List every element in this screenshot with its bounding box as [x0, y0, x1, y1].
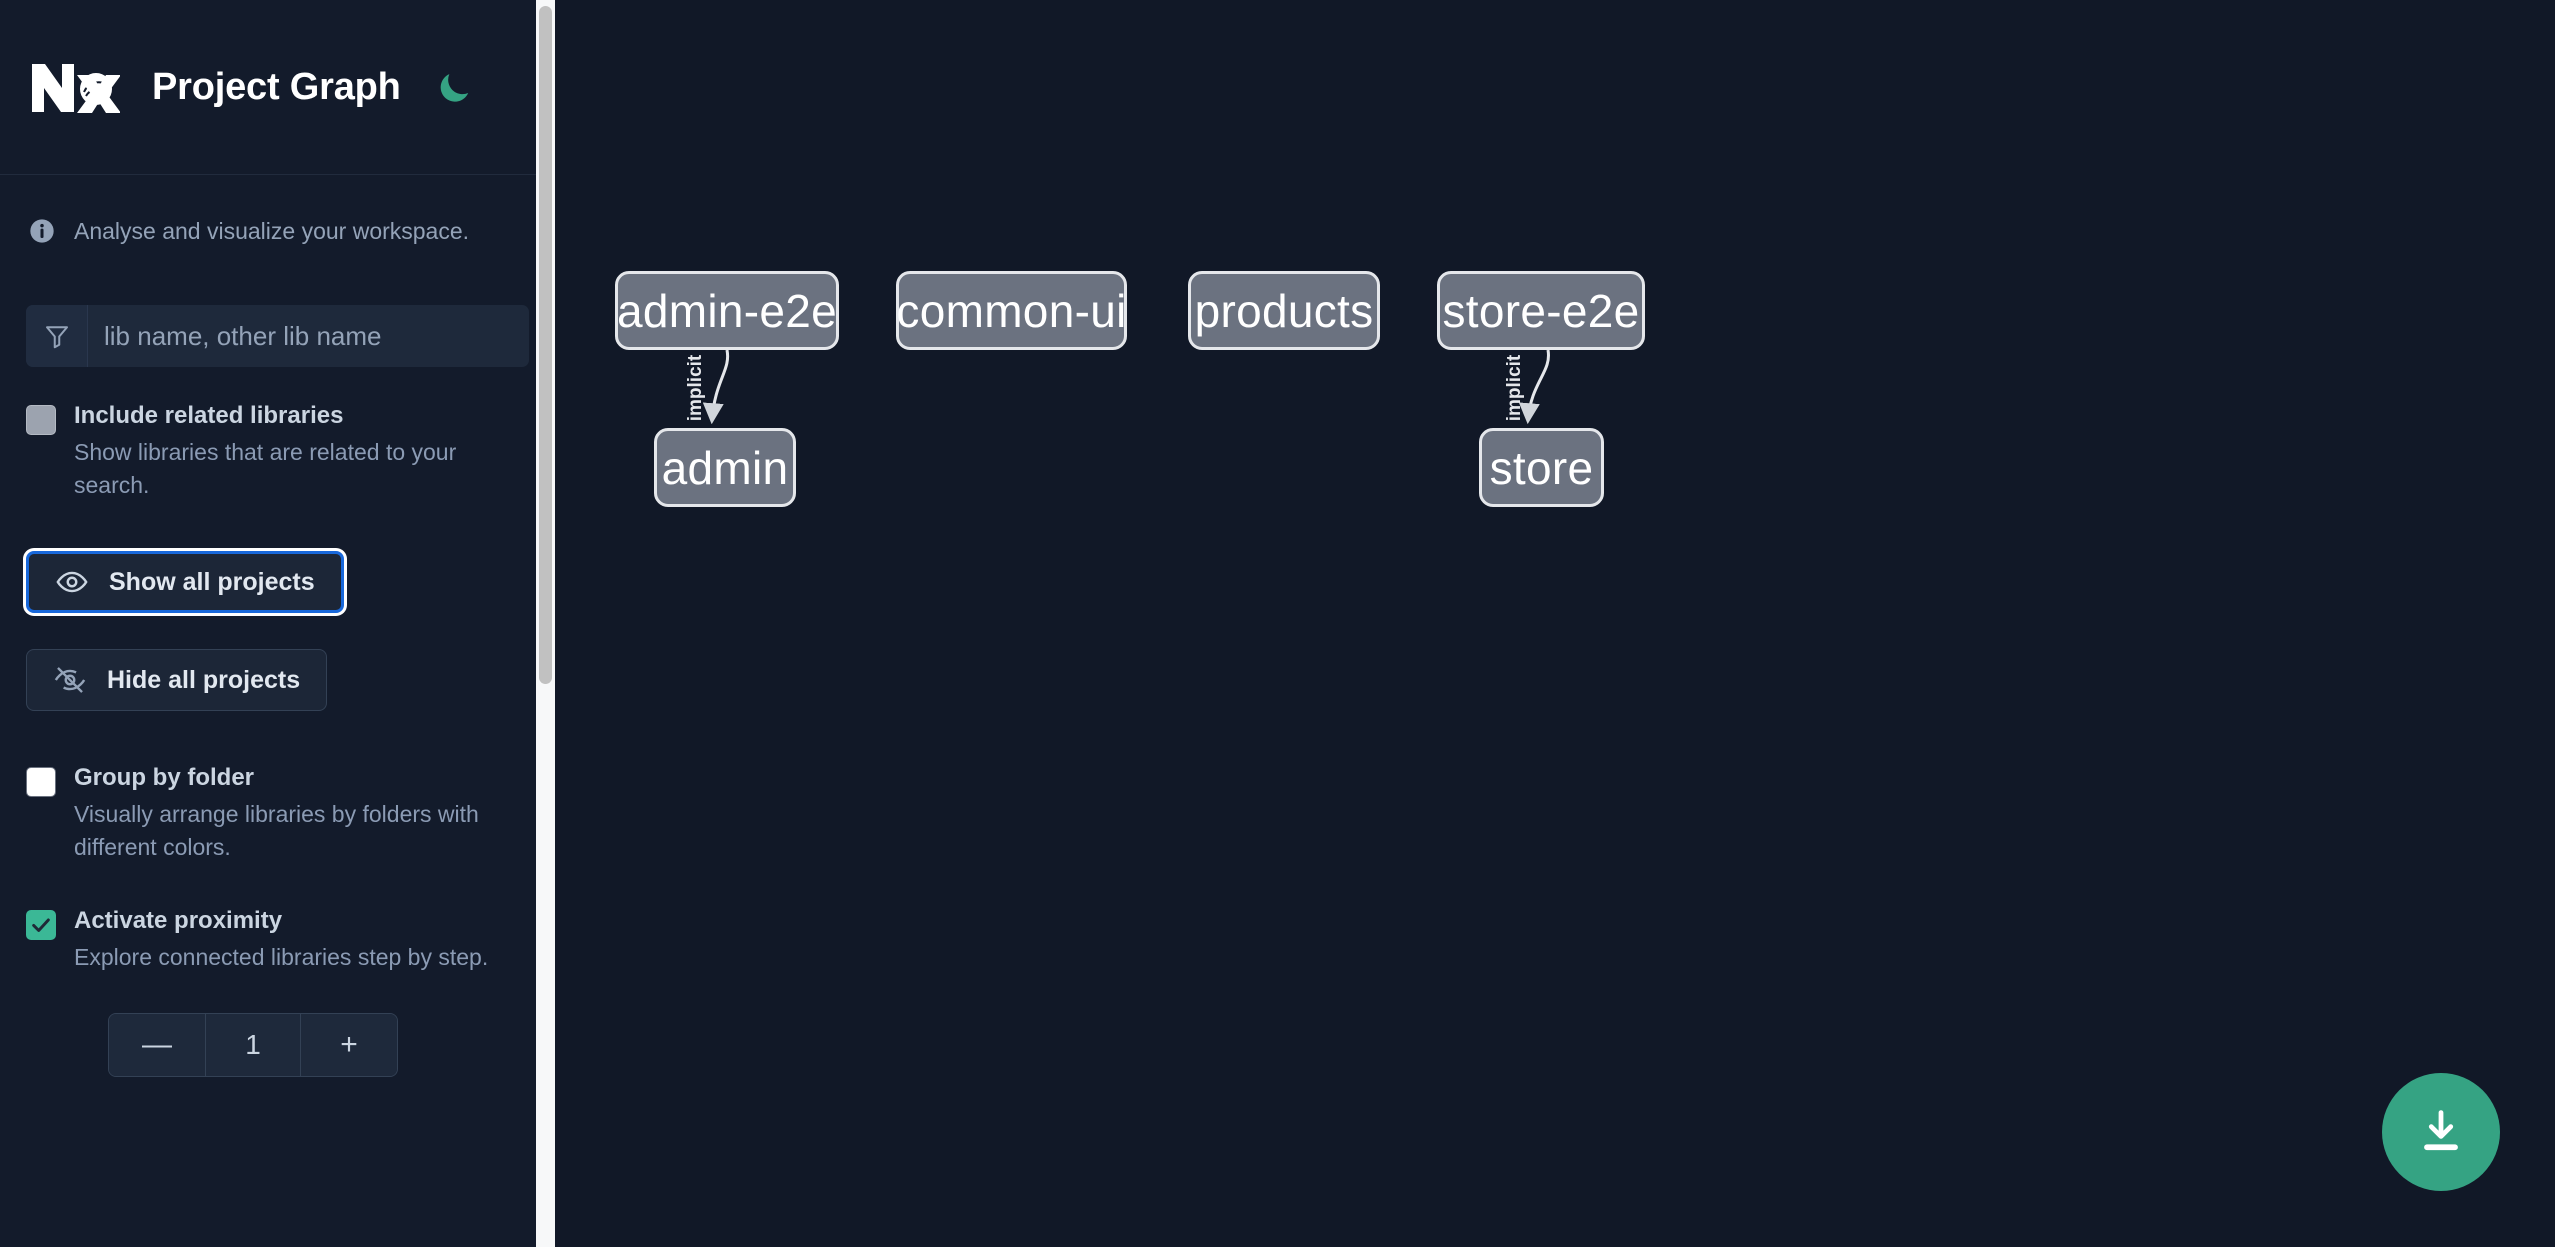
checkbox-include-related-libraries[interactable] — [26, 405, 56, 435]
tagline-text: Analyse and visualize your workspace. — [74, 217, 470, 244]
show-all-projects-button[interactable]: Show all projects — [26, 551, 344, 614]
option-include-related-libraries[interactable]: Include related libraries Show libraries… — [26, 401, 529, 501]
proximity-value: 1 — [205, 1014, 301, 1077]
graph-canvas[interactable]: admin-e2e common-ui products store-e2e a… — [555, 0, 2555, 1247]
edge-label-store-implicit: implicit — [1504, 354, 1525, 422]
eye-off-icon — [53, 663, 87, 697]
edge-admin-e2e-admin — [702, 349, 730, 425]
graph-node-common-ui[interactable]: common-ui — [896, 271, 1127, 350]
moon-icon[interactable] — [431, 64, 477, 110]
workspace-tagline: Analyse and visualize your workspace. — [0, 175, 555, 249]
proximity-stepper: — 1 + — [108, 1013, 398, 1078]
search-field[interactable] — [26, 305, 529, 367]
filter-icon — [26, 305, 88, 367]
check-icon — [32, 918, 50, 932]
graph-node-label: common-ui — [896, 284, 1127, 337]
graph-edges — [702, 349, 1550, 425]
option-group-by-folder-group: Group by folder Visually arrange librari… — [0, 763, 555, 973]
download-icon — [2415, 1105, 2467, 1160]
proximity-decrement-button[interactable]: — — [109, 1014, 205, 1077]
eye-icon — [55, 565, 89, 599]
graph-node-products[interactable]: products — [1188, 271, 1380, 350]
option-activate-proximity[interactable]: Activate proximity Explore connected lib… — [26, 906, 529, 974]
info-icon — [28, 217, 56, 245]
search-input[interactable] — [88, 305, 529, 367]
hide-all-projects-button[interactable]: Hide all projects — [26, 649, 328, 712]
graph-node-admin-e2e[interactable]: admin-e2e — [615, 271, 839, 350]
option-include-related-libraries-group: Include related libraries Show libraries… — [0, 401, 555, 501]
show-all-projects-label: Show all projects — [109, 567, 315, 596]
checkbox-group-by-folder[interactable] — [26, 767, 56, 798]
option-label: Activate proximity — [74, 906, 283, 934]
sidebar-header: Project Graph — [0, 0, 555, 175]
sidebar-body: Analyse and visualize your workspace. In… — [0, 175, 555, 1078]
graph-node-label: admin — [661, 441, 789, 494]
sidebar: Project Graph Analyse and visualize your… — [0, 0, 555, 1247]
option-label: Group by folder — [74, 764, 254, 792]
graph-node-label: admin-e2e — [616, 284, 838, 337]
graph-node-store[interactable]: store — [1479, 428, 1604, 507]
download-graph-button[interactable] — [2382, 1073, 2500, 1191]
graph-node-label: store-e2e — [1442, 284, 1640, 337]
hide-all-projects-label: Hide all projects — [107, 665, 301, 694]
sidebar-scrollbar[interactable] — [536, 0, 555, 1247]
graph-node-label: store — [1489, 441, 1594, 494]
option-description: Visually arrange libraries by folders wi… — [74, 801, 479, 860]
nx-logo-icon — [28, 58, 121, 116]
proximity-increment-button[interactable]: + — [301, 1014, 397, 1077]
graph-node-label: products — [1194, 284, 1374, 337]
page-title: Project Graph — [152, 65, 401, 108]
graph-node-admin[interactable]: admin — [654, 428, 796, 507]
sidebar-scrollbar-thumb[interactable] — [539, 6, 552, 684]
option-label: Include related libraries — [74, 402, 344, 429]
option-description: Explore connected libraries step by step… — [74, 943, 489, 970]
graph-node-store-e2e[interactable]: store-e2e — [1437, 271, 1645, 350]
checkbox-activate-proximity[interactable] — [26, 909, 56, 940]
edge-label-admin-implicit: implicit — [685, 354, 706, 422]
option-description: Show libraries that are related to your … — [74, 439, 457, 498]
option-group-by-folder[interactable]: Group by folder Visually arrange librari… — [26, 763, 529, 863]
edge-store-e2e-store — [1518, 349, 1550, 425]
